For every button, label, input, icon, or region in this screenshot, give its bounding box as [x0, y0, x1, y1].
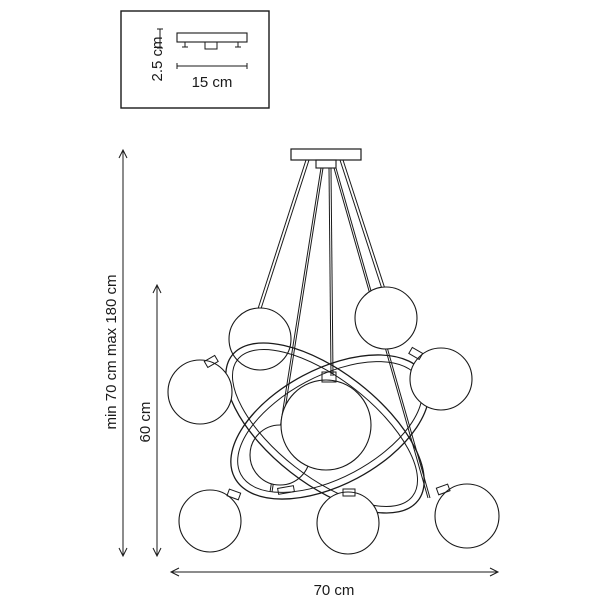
width-label: 70 cm	[314, 582, 355, 599]
canopy-width-label: 15 cm	[192, 74, 233, 91]
total-height-label: min 70 cm max 180 cm	[103, 274, 120, 429]
total-height-dimension: min 70 cm max 180 cm	[103, 148, 128, 558]
globe-bottom-right	[434, 483, 500, 549]
body-height-dimension: 60 cm	[137, 283, 162, 558]
globe-center	[280, 379, 372, 471]
canopy-inset: 2.5 cm 15 cm	[120, 10, 270, 109]
globe-bottom-center	[316, 491, 380, 555]
canopy-height-label: 2.5 cm	[149, 36, 166, 81]
globe-mid-left	[167, 359, 233, 425]
globe-mid-right	[409, 347, 473, 411]
ceiling-canopy	[290, 148, 362, 161]
body-height-label: 60 cm	[137, 402, 154, 443]
canopy-plate-small	[176, 32, 248, 43]
globe-top-left	[228, 307, 292, 371]
globe-sockets	[203, 346, 451, 501]
ring-right	[225, 342, 425, 514]
canopy-mount-small	[204, 41, 218, 50]
globe-bottom-left	[178, 489, 242, 553]
globe-center-socket	[321, 371, 337, 383]
globe-top-right	[354, 286, 418, 350]
canopy-inset-frame	[120, 10, 270, 109]
width-dimension: 70 cm	[169, 567, 500, 599]
chandelier	[167, 148, 500, 555]
canopy-hub	[315, 159, 337, 169]
